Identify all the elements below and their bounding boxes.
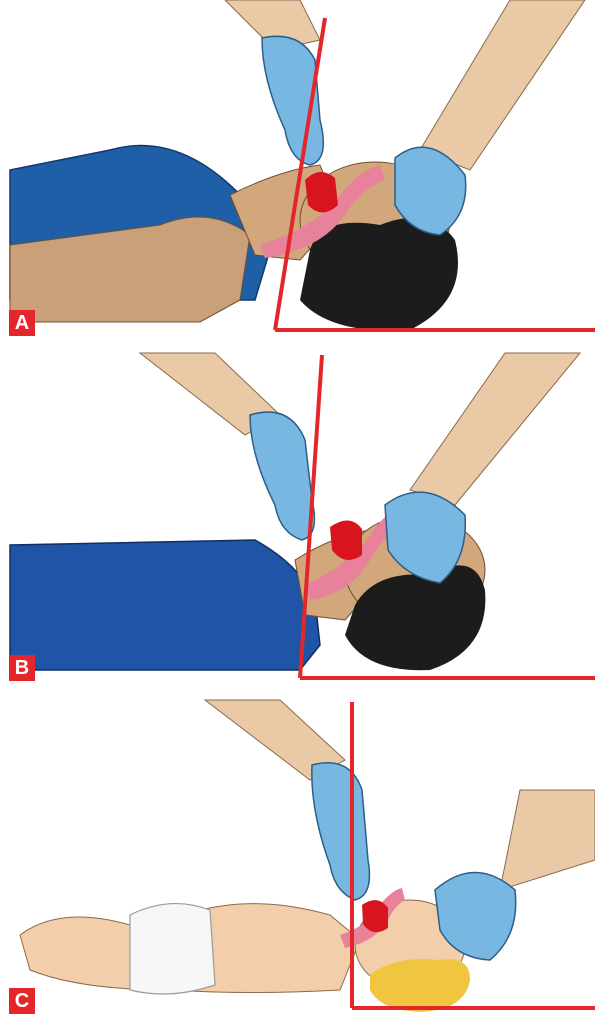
panel-b: B [0, 345, 595, 685]
panel-b-illustration [0, 345, 595, 685]
left-glove [250, 412, 314, 540]
left-glove [312, 763, 370, 900]
patient-shirt [10, 540, 320, 670]
panel-c: C [0, 690, 595, 1017]
panel-label-a: A [9, 310, 35, 336]
panel-label-c: C [9, 988, 35, 1014]
rescuer-right-arm [420, 0, 585, 170]
infant-diaper [130, 904, 215, 994]
rescuer-right-arm [500, 790, 595, 890]
left-glove [262, 36, 323, 165]
mouth-cavity [305, 172, 338, 213]
mouth-cavity [362, 900, 388, 932]
panel-a: A [0, 0, 595, 340]
panel-a-illustration [0, 0, 595, 340]
panel-c-illustration [0, 690, 595, 1017]
panel-label-b: B [9, 655, 35, 681]
infant-hair [370, 959, 470, 1012]
rescuer-right-arm [410, 353, 580, 505]
